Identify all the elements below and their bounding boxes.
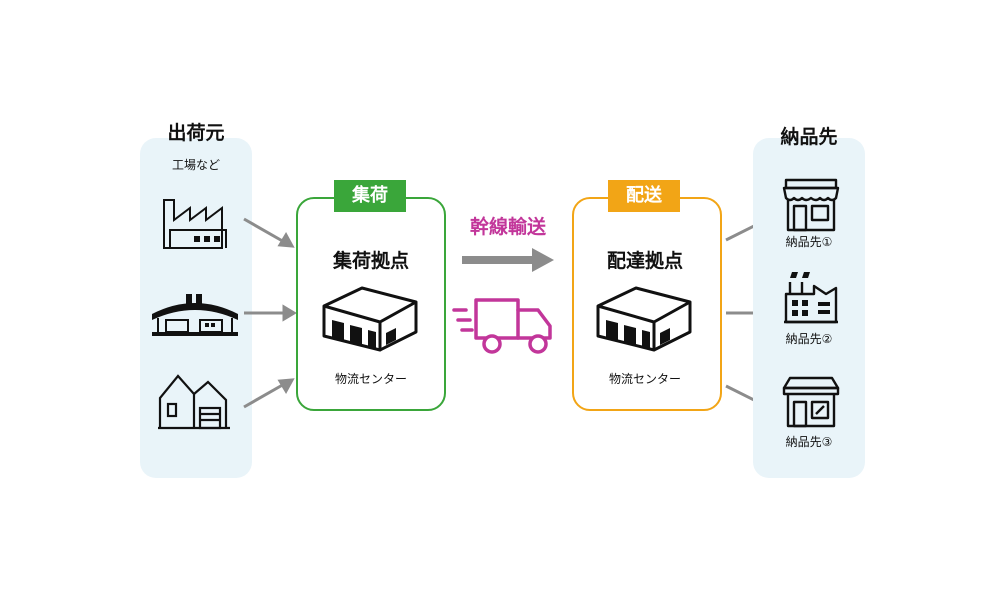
factory-icon [784, 272, 838, 324]
logistics-center-icon [322, 286, 418, 352]
collection-caption: 物流センター [334, 372, 407, 386]
shop-icon [782, 376, 840, 428]
origin-title: 出荷元 [167, 122, 225, 144]
delivery-title: 配達拠点 [606, 250, 683, 272]
factory-icon [163, 199, 227, 249]
origin-subtitle: 工場など [171, 158, 220, 172]
arrows-origin-to-collection [243, 217, 297, 409]
destination-label-3: 納品先③ [785, 435, 833, 449]
delivery-tag: 配送 [608, 180, 680, 212]
house-icon [158, 374, 230, 430]
store-icon [782, 178, 840, 232]
collection-hub-box [296, 197, 446, 411]
trunk-label: 幹線輸送 [469, 216, 546, 238]
logistics-center-icon [596, 286, 692, 352]
collection-title: 集荷拠点 [332, 250, 409, 272]
delivery-caption: 物流センター [608, 372, 681, 386]
destination-label-2: 納品先② [785, 332, 833, 346]
trunk-arrow [462, 248, 554, 272]
destination-title: 納品先 [780, 126, 838, 148]
destination-panel [753, 138, 865, 478]
destination-label-1: 納品先① [785, 235, 833, 249]
warehouse-icon [152, 294, 238, 336]
collection-tag: 集荷 [334, 180, 406, 212]
truck-icon [452, 298, 552, 354]
delivery-hub-box [572, 197, 722, 411]
